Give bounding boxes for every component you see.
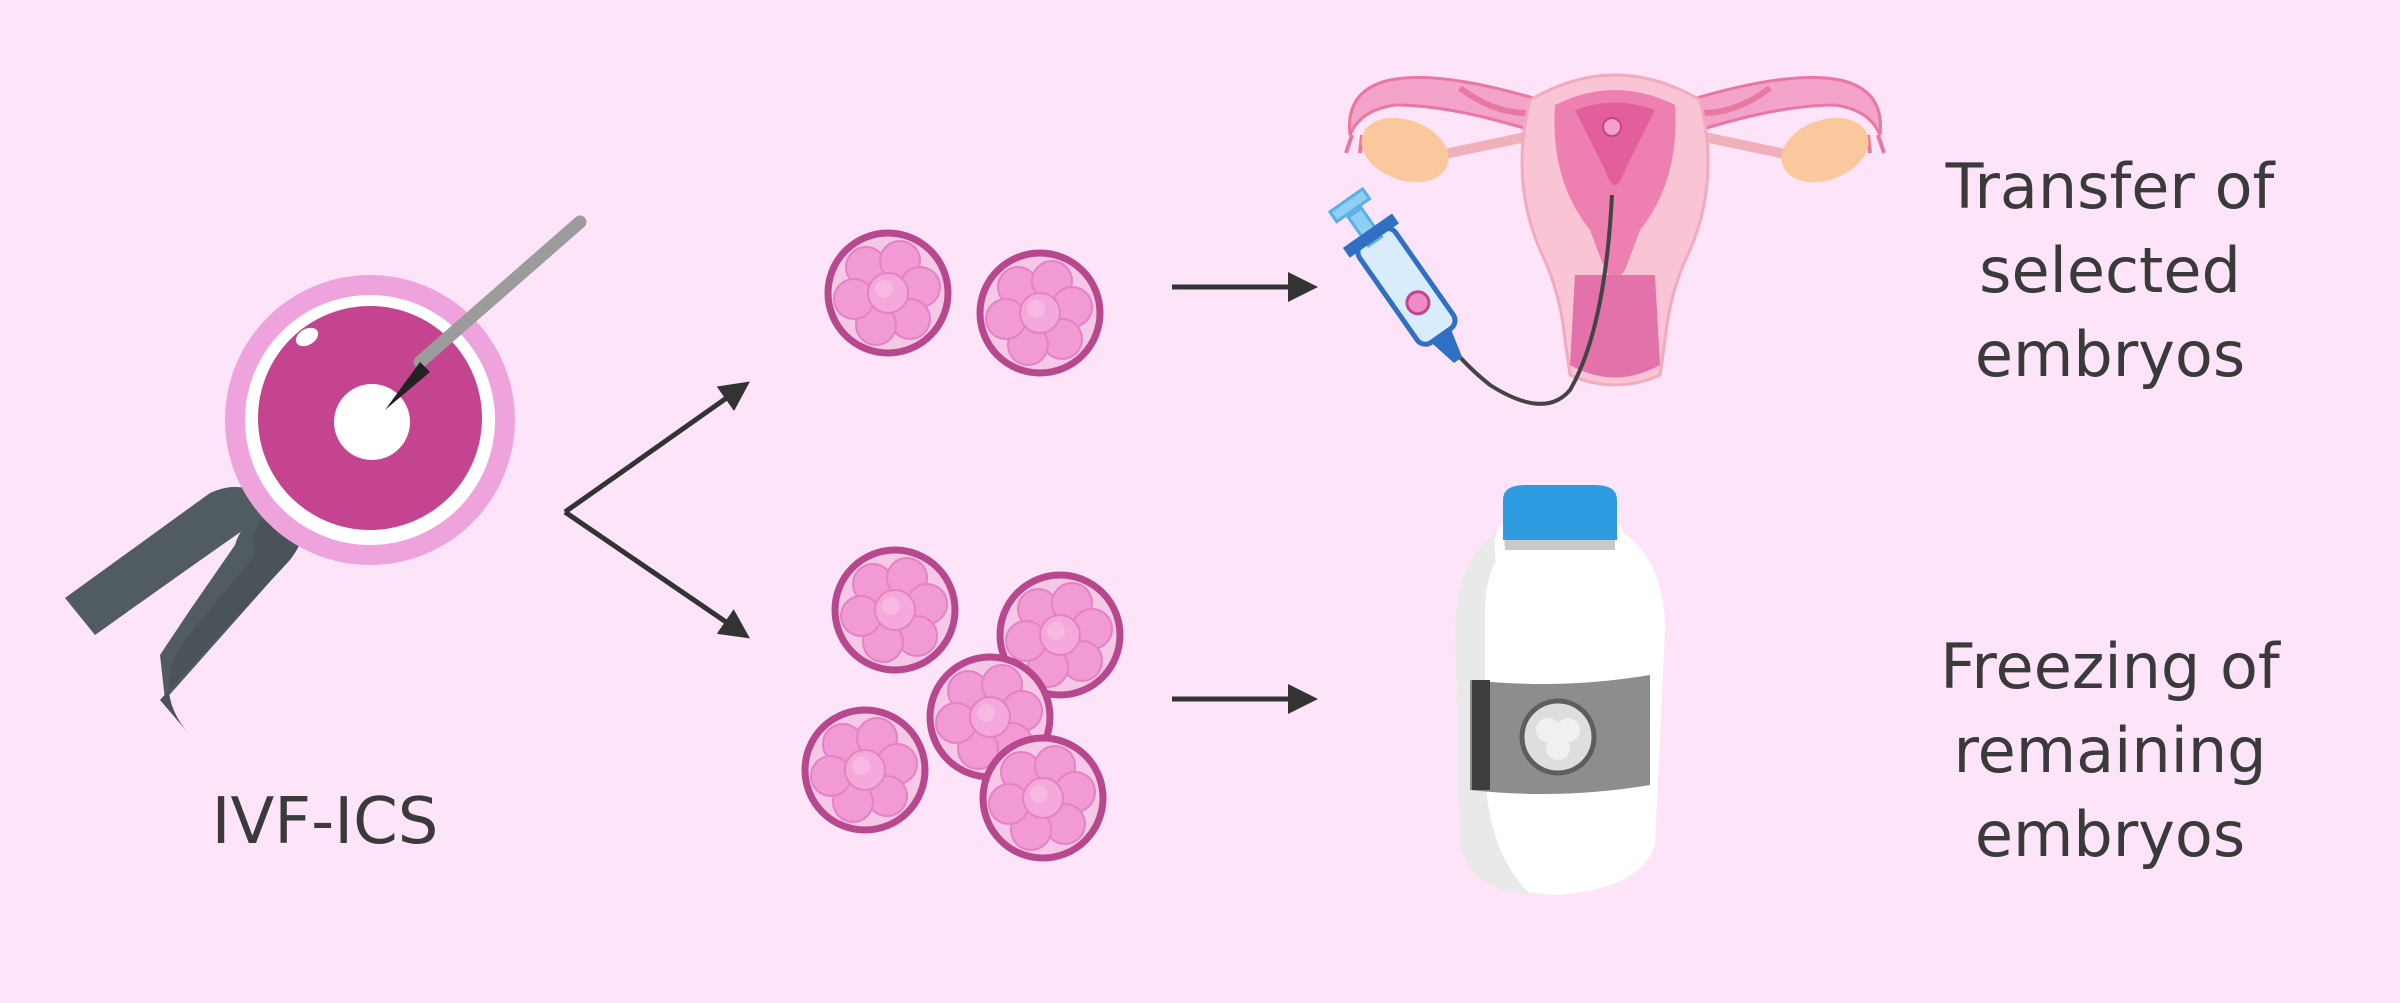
remaining-embryos (805, 550, 1120, 858)
uterus-icon (1344, 73, 1886, 387)
branch-arrows (563, 381, 750, 639)
label-freezing: Freezing of remaining embryos (1940, 630, 2280, 871)
arrow-up (563, 381, 750, 515)
arrow-down (563, 509, 750, 639)
selected-embryos (828, 233, 1100, 373)
label-ivf: IVF-ICS (211, 785, 439, 859)
embryo-icon (980, 253, 1100, 373)
embryo-icon (828, 233, 948, 353)
embryo-icon (983, 738, 1103, 858)
embryo-icon (805, 710, 925, 830)
cryopreservation-tank-icon (1455, 485, 1665, 895)
transfer-catheter-icon (1327, 186, 1614, 406)
icsi-micromanipulation-icon (65, 215, 587, 735)
label-transfer: Transfer of selected embryos (1945, 150, 2275, 391)
embryo-icon (835, 550, 955, 670)
